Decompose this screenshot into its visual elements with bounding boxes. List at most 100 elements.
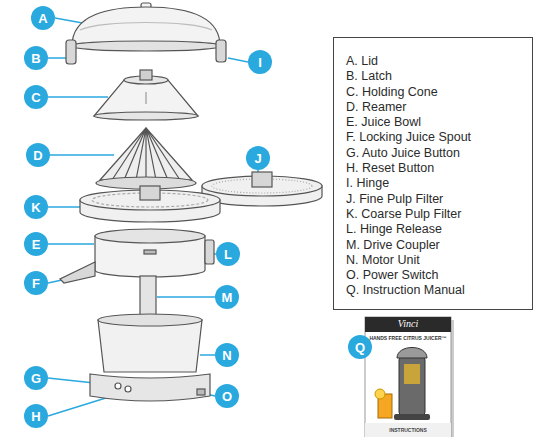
callout-letter: N bbox=[215, 343, 239, 367]
callout-circle bbox=[246, 146, 270, 170]
juice-spout bbox=[60, 262, 95, 283]
motor-unit bbox=[90, 374, 210, 401]
holding-cone bbox=[94, 112, 198, 120]
callout-letter-text: D bbox=[33, 149, 42, 162]
part-name: O. Power Switch bbox=[346, 268, 520, 283]
instruction-manual bbox=[365, 317, 454, 437]
hinge bbox=[216, 40, 226, 62]
callout-circle bbox=[348, 335, 372, 359]
reamer bbox=[96, 128, 196, 189]
callout-letter: F bbox=[24, 271, 48, 295]
motor-unit bbox=[197, 389, 205, 395]
fine-pulp-filter bbox=[252, 172, 272, 187]
part-name: L. Hinge Release bbox=[346, 222, 520, 237]
holding-cone bbox=[145, 92, 146, 104]
callout-circle bbox=[248, 50, 272, 74]
holding-cone bbox=[140, 70, 152, 80]
callout-letter-text: M bbox=[222, 291, 233, 304]
callout-letter: K bbox=[24, 195, 48, 219]
callout-letter-text: N bbox=[222, 349, 231, 362]
juice-spout bbox=[60, 262, 95, 283]
callout-letter: D bbox=[26, 143, 50, 167]
holding-cone bbox=[94, 70, 198, 120]
coarse-pulp-filter bbox=[140, 186, 160, 200]
instruction-manual bbox=[397, 348, 427, 359]
lid bbox=[80, 23, 212, 31]
manual-text: HANDS FREE CITRUS JUICER™ bbox=[365, 335, 451, 342]
hinge-release bbox=[205, 240, 214, 264]
callout-letter: C bbox=[24, 85, 48, 109]
callout-circle bbox=[215, 384, 239, 408]
part-name: J. Fine Pulp Filter bbox=[346, 192, 520, 207]
lid bbox=[72, 7, 220, 46]
callout-letter: A bbox=[31, 6, 55, 30]
juice-bowl bbox=[95, 229, 205, 277]
latch bbox=[66, 40, 76, 64]
callout-letter-text: K bbox=[31, 201, 40, 214]
hinge-release bbox=[205, 240, 214, 264]
part-name: D. Reamer bbox=[346, 100, 520, 115]
callout-letter: I bbox=[248, 50, 272, 74]
callout-circle bbox=[24, 232, 48, 256]
callout-circle bbox=[26, 143, 50, 167]
part-name: F. Locking Juice Spout bbox=[346, 130, 520, 145]
manual-text: INSTRUCTIONS bbox=[365, 427, 451, 434]
manual-text: Vinci bbox=[365, 318, 451, 330]
callout-letter-text: Q bbox=[355, 341, 365, 354]
juice-bowl bbox=[144, 250, 156, 254]
instruction-manual bbox=[375, 389, 385, 399]
callout-letter: E bbox=[24, 232, 48, 256]
part-name: B. Latch bbox=[346, 69, 520, 84]
instruction-manual bbox=[399, 356, 425, 416]
leader-lines bbox=[48, 96, 108, 98]
callout-circle bbox=[24, 366, 48, 390]
part-name: C. Holding Cone bbox=[346, 85, 520, 100]
leader-lines bbox=[228, 58, 248, 62]
callout-letter: L bbox=[216, 242, 240, 266]
leader-lines bbox=[48, 280, 62, 283]
callout-letter-text: F bbox=[32, 277, 40, 290]
drive-coupler bbox=[140, 276, 156, 316]
callout-letter-text: B bbox=[31, 52, 40, 65]
leader-lines bbox=[157, 296, 215, 298]
part-name: M. Drive Coupler bbox=[346, 238, 520, 253]
callout-letter-text: G bbox=[31, 372, 41, 385]
drive-coupler bbox=[140, 276, 156, 316]
part-name: K. Coarse Pulp Filter bbox=[346, 207, 520, 222]
callout-letter: Q bbox=[348, 335, 372, 359]
part-name: H. Reset Button bbox=[346, 161, 520, 176]
instruction-manual bbox=[365, 317, 451, 437]
motor-unit bbox=[98, 320, 202, 372]
callout-letter: H bbox=[24, 404, 48, 428]
reamer bbox=[112, 128, 180, 180]
callout-letter: J bbox=[246, 146, 270, 170]
callout-letter-text: L bbox=[224, 248, 232, 261]
callout-circle bbox=[216, 242, 240, 266]
leader-lines bbox=[200, 354, 215, 356]
hinge bbox=[216, 40, 226, 62]
motor-unit bbox=[90, 314, 210, 401]
callout-letter-text: I bbox=[258, 56, 262, 69]
part-name: A. Lid bbox=[346, 54, 520, 69]
parts-list-box: A. LidB. LatchC. Holding ConeD. ReamerE.… bbox=[333, 37, 533, 310]
motor-unit bbox=[115, 383, 121, 389]
callout-letter-text: C bbox=[31, 91, 40, 104]
lid bbox=[70, 3, 222, 51]
callout-circle bbox=[24, 271, 48, 295]
callout-letter: B bbox=[24, 46, 48, 70]
callout-letter-text: E bbox=[32, 238, 41, 251]
part-name: I. Hinge bbox=[346, 176, 520, 191]
callout-circle bbox=[215, 285, 239, 309]
callout-letter: O bbox=[215, 384, 239, 408]
callout-circle bbox=[24, 404, 48, 428]
callout-circle bbox=[24, 46, 48, 70]
holding-cone bbox=[94, 80, 198, 116]
part-name: N. Motor Unit bbox=[346, 253, 520, 268]
juice-bowl bbox=[95, 229, 205, 243]
leader-lines bbox=[48, 243, 94, 245]
callout-letter-text: H bbox=[31, 410, 40, 423]
callout-letter: G bbox=[24, 366, 48, 390]
callout-circle bbox=[24, 195, 48, 219]
callout-circle bbox=[215, 343, 239, 367]
lid bbox=[70, 41, 222, 51]
